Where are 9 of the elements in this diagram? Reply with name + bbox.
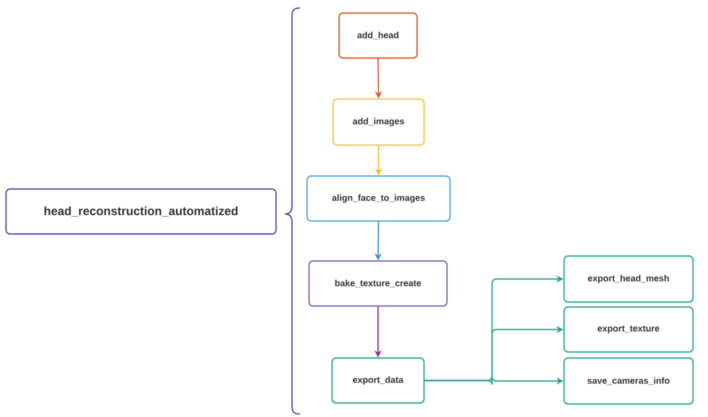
step-box: export_head_mesh	[563, 255, 694, 303]
step-box: export_data	[331, 357, 425, 404]
step-box: save_cameras_info	[563, 357, 694, 405]
step-box: align_face_to_images	[306, 175, 451, 222]
step-box: add_images	[332, 98, 425, 146]
root-box: head_reconstruction_automatized	[5, 188, 277, 235]
step-box: bake_texture_create	[308, 260, 448, 307]
step-box: export_texture	[563, 306, 694, 353]
step-box: add_head	[338, 12, 418, 59]
